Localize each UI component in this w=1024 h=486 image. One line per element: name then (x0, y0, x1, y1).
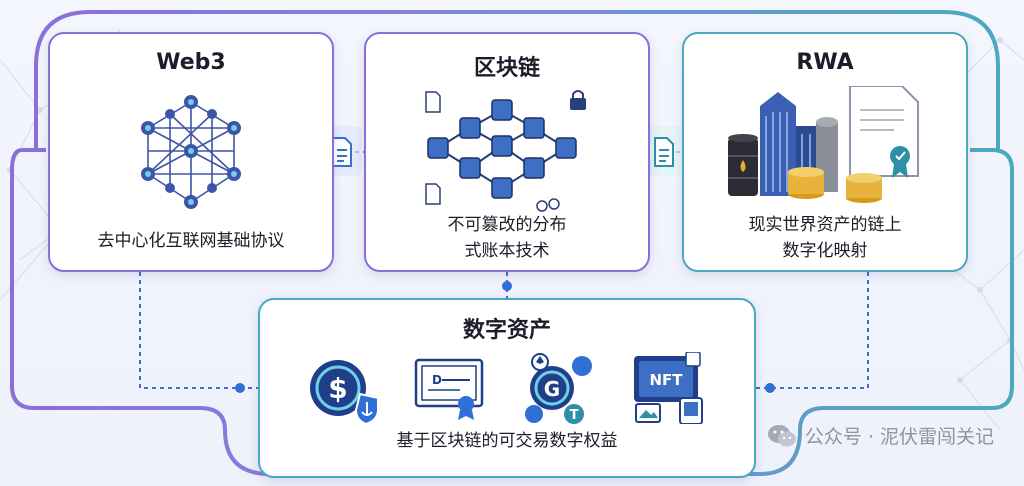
contract-letter: D (432, 373, 442, 387)
web3-card: Web3 去中心化互联网基础协议 (48, 32, 334, 272)
digital-assets-card: 数字资产 $ D G T NFT 基于区块链的可交易数字权 (258, 298, 756, 478)
gold-coins-icon-2 (846, 173, 882, 203)
svg-text:G: G (544, 377, 560, 401)
blockchain-card: 区块链 (364, 32, 650, 272)
digital-assets-desc: 基于区块链的可交易数字权益 (396, 431, 618, 451)
rwa-card: RWA (682, 32, 968, 272)
contract-certificate-icon: D (414, 358, 484, 420)
digital-assets-title: 数字资产 (462, 318, 551, 343)
watermark-text: 公众号 · 泥伏雷闯关记 (804, 426, 994, 448)
real-world-assets-icon (728, 86, 919, 203)
svg-text:T: T (570, 408, 579, 423)
file-transfer-icon-right (644, 126, 684, 176)
lock-icon (570, 90, 586, 110)
nft-gallery-icon: NFT (634, 352, 703, 424)
rwa-title: RWA (796, 50, 854, 75)
blockchain-desc-line2: 式账本技术 (464, 241, 550, 261)
web3-desc: 去中心化互联网基础协议 (97, 231, 285, 251)
rwa-desc-line2: 数字化映射 (782, 241, 868, 261)
stablecoin-shield-icon: $ (310, 360, 379, 426)
svg-text:$: $ (328, 372, 347, 405)
wechat-icon (767, 424, 796, 446)
web3-title: Web3 (156, 50, 226, 75)
crypto-tokens-icon: G T (525, 353, 592, 424)
rwa-desc-line1: 现实世界资产的链上 (748, 215, 902, 235)
certificate-icon (849, 86, 919, 178)
blockchain-title: 区块链 (473, 56, 540, 81)
nft-label: NFT (649, 371, 683, 389)
gold-coins-icon (788, 167, 824, 199)
blockchain-desc-line1: 不可篡改的分布 (447, 215, 567, 235)
block-chain-icon (425, 90, 586, 212)
watermark: 公众号 · 泥伏雷闯关记 (767, 422, 994, 449)
network-graph-icon (141, 95, 241, 209)
outer-frame (34, 10, 1000, 150)
oil-barrel-icon (728, 134, 758, 196)
